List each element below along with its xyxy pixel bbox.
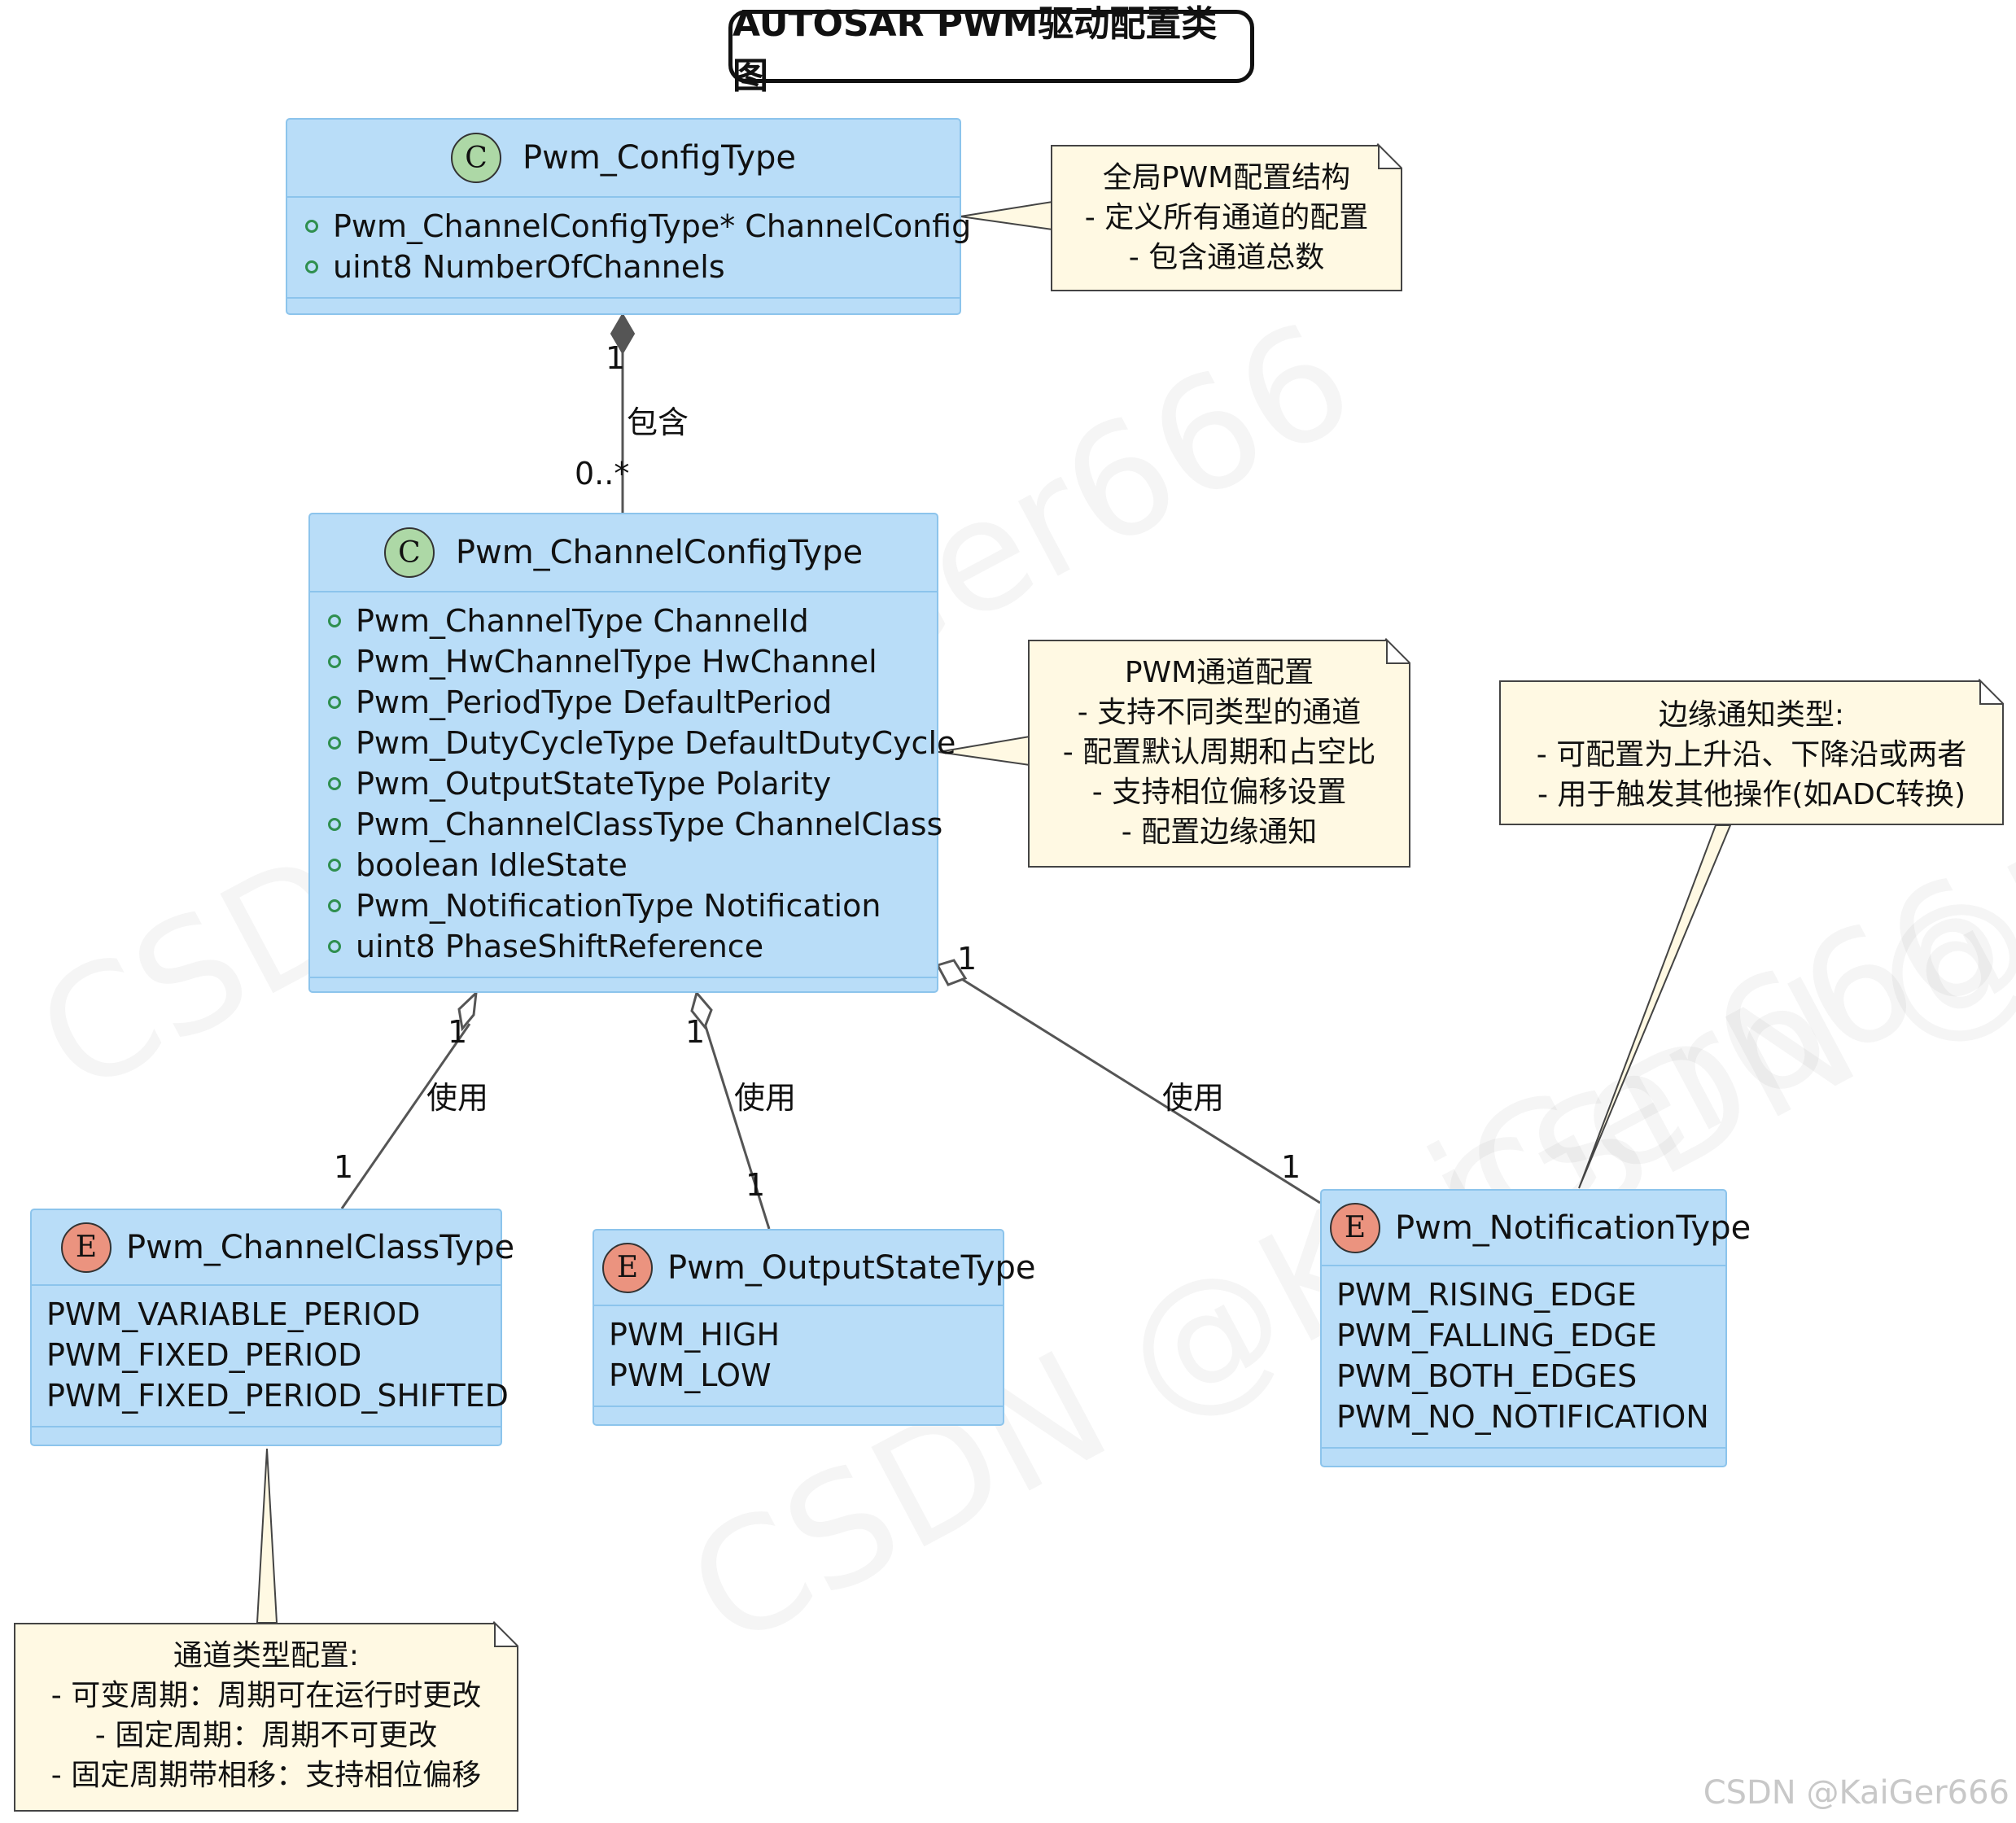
multiplicity-label: 1 <box>957 941 977 977</box>
enum-output-state: E Pwm_OutputStateType PWM_HIGH PWM_LOW <box>593 1229 1036 1426</box>
class-fields: Pwm_ChannelConfigType* ChannelConfig uin… <box>287 198 971 299</box>
enum-value: PWM_RISING_EDGE <box>1336 1277 1637 1313</box>
enum-value: PWM_VARIABLE_PERIOD <box>46 1296 421 1332</box>
enum-value: PWM_BOTH_EDGES <box>1336 1358 1638 1394</box>
multiplicity-label: 1 <box>685 1014 706 1050</box>
uses-output-line <box>703 1023 771 1230</box>
public-field-icon <box>328 859 341 872</box>
class-name: Pwm_ConfigType <box>522 139 796 177</box>
aggregation-diamond <box>457 990 478 1032</box>
class-fields: Pwm_ChannelType ChannelId Pwm_HwChannelT… <box>310 592 956 978</box>
class-header: C Pwm_ChannelConfigType <box>310 514 937 592</box>
relation-label: 使用 <box>734 1080 797 1116</box>
public-field-icon <box>305 260 318 273</box>
aggregation-diamond <box>690 990 713 1030</box>
public-field-icon <box>328 899 341 912</box>
note-fold-icon <box>1378 145 1402 169</box>
field-row: Pwm_DutyCycleType DefaultDutyCycle <box>328 723 956 763</box>
public-field-icon <box>328 696 341 709</box>
note-pointer <box>1578 824 1732 1189</box>
multiplicity-label: 1 <box>606 340 626 376</box>
field-row: Pwm_ChannelConfigType* ChannelConfig <box>305 206 971 247</box>
field-row: uint8 PhaseShiftReference <box>328 926 937 967</box>
public-field-icon <box>328 940 341 953</box>
field-row: boolean IdleState <box>328 845 937 885</box>
enum-header: E Pwm_ChannelClassType <box>32 1210 514 1286</box>
enum-badge-icon: E <box>61 1222 112 1273</box>
uses-notify-line <box>960 977 1321 1204</box>
field-row: Pwm_NotificationType Notification <box>328 885 937 926</box>
field-row: uint8 NumberOfChannels <box>305 247 960 287</box>
enum-value: PWM_NO_NOTIFICATION <box>1336 1399 1709 1435</box>
public-field-icon <box>305 220 318 233</box>
note-channel: PWM通道配置 - 支持不同类型的通道 - 配置默认周期和占空比 - 支持相位偏… <box>1028 640 1410 868</box>
enum-value: PWM_FIXED_PERIOD_SHIFTED <box>46 1378 509 1414</box>
enum-value: PWM_HIGH <box>609 1317 781 1353</box>
note-config: 全局PWM配置结构 - 定义所有通道的配置 - 包含通道总数 <box>1051 145 1402 291</box>
class-channel-config: C Pwm_ChannelConfigType Pwm_ChannelType … <box>308 513 956 993</box>
enum-name: Pwm_OutputStateType <box>667 1248 1036 1287</box>
enum-notification: E Pwm_NotificationType PWM_RISING_EDGE P… <box>1320 1189 1751 1467</box>
field-row: Pwm_PeriodType DefaultPeriod <box>328 682 937 723</box>
public-field-icon <box>328 818 341 831</box>
enum-values: PWM_VARIABLE_PERIOD PWM_FIXED_PERIOD PWM… <box>32 1286 509 1427</box>
diagram-title: AUTOSAR PWM驱动配置类图 <box>728 3 1254 97</box>
enum-values: PWM_HIGH PWM_LOW <box>594 1306 1003 1407</box>
field-row: Pwm_ChannelType ChannelId <box>328 601 937 641</box>
enum-channel-class: E Pwm_ChannelClassType PWM_VARIABLE_PERI… <box>30 1209 514 1446</box>
field-row: Pwm_ChannelClassType ChannelClass <box>328 804 942 845</box>
enum-value: PWM_FIXED_PERIOD <box>46 1337 362 1373</box>
class-badge-icon: C <box>450 133 501 183</box>
enum-header: E Pwm_NotificationType <box>1322 1191 1751 1266</box>
public-field-icon <box>328 737 341 750</box>
uses-class-line <box>340 1023 471 1209</box>
class-name: Pwm_ChannelConfigType <box>455 534 864 571</box>
note-edge: 边缘通知类型: - 可配置为上升沿、下降沿或两者 - 用于触发其他操作(如ADC… <box>1499 680 2004 825</box>
relation-label: 包含 <box>627 404 689 440</box>
composition-diamond <box>610 313 636 355</box>
enum-name: Pwm_NotificationType <box>1395 1209 1751 1247</box>
class-header: C Pwm_ConfigType <box>287 120 960 198</box>
relation-label: 使用 <box>1162 1080 1225 1116</box>
note-fold-icon <box>1386 640 1410 664</box>
note-pointer <box>256 1448 278 1624</box>
enum-name: Pwm_ChannelClassType <box>126 1228 515 1266</box>
note-fold-icon <box>1979 680 2004 705</box>
corner-watermark: CSDN @KaiGer666 <box>1703 1774 2009 1812</box>
enum-values: PWM_RISING_EDGE PWM_FALLING_EDGE PWM_BOT… <box>1322 1266 1725 1449</box>
multiplicity-label: 1 <box>334 1149 354 1185</box>
enum-value: PWM_FALLING_EDGE <box>1336 1318 1657 1353</box>
multiplicity-label: 1 <box>448 1014 468 1050</box>
public-field-icon <box>328 655 341 668</box>
relation-label: 使用 <box>426 1080 489 1116</box>
multiplicity-label: 1 <box>746 1167 766 1203</box>
field-row: Pwm_HwChannelType HwChannel <box>328 641 937 682</box>
multiplicity-label: 0..* <box>575 456 630 492</box>
field-row: Pwm_OutputStateType Polarity <box>328 763 937 804</box>
enum-badge-icon: E <box>1330 1202 1380 1253</box>
note-pointer <box>960 200 1053 231</box>
class-badge-icon: C <box>383 527 435 578</box>
enum-header: E Pwm_OutputStateType <box>594 1231 1036 1306</box>
enum-badge-icon: E <box>602 1242 653 1293</box>
note-class-type: 通道类型配置: - 可变周期：周期可在运行时更改 - 固定周期：周期不可更改 -… <box>14 1623 518 1812</box>
public-field-icon <box>328 614 341 627</box>
aggregation-diamond <box>935 959 968 986</box>
multiplicity-label: 1 <box>1281 1149 1301 1185</box>
public-field-icon <box>328 777 341 790</box>
note-fold-icon <box>494 1623 518 1647</box>
class-config: C Pwm_ConfigType Pwm_ChannelConfigType* … <box>286 118 971 315</box>
enum-value: PWM_LOW <box>609 1357 772 1393</box>
